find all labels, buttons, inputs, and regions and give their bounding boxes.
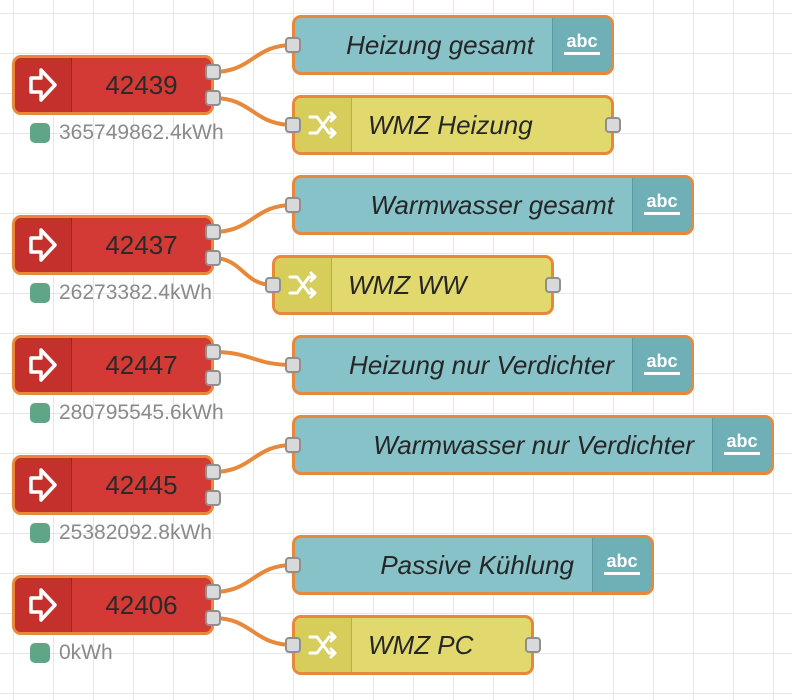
output-port[interactable] — [205, 464, 221, 480]
inject-node-2[interactable]: 42437 — [12, 215, 214, 275]
svg-text:abc: abc — [606, 552, 637, 571]
wire — [211, 43, 295, 74]
change-label: WMZ PC — [368, 629, 474, 660]
status-indicator: 365749862.4kWh — [30, 121, 224, 145]
change-label: WMZ Heizung — [368, 109, 533, 140]
debug-label: Heizung gesamt — [346, 29, 534, 60]
status-dot — [30, 523, 50, 543]
inject-label: 42437 — [105, 229, 178, 260]
status-indicator: 0kWh — [30, 641, 113, 665]
inject-label: 42447 — [105, 349, 178, 380]
output-port[interactable] — [205, 344, 221, 360]
output-port[interactable] — [545, 277, 561, 293]
status-dot — [30, 283, 50, 303]
inject-arrow-icon — [15, 338, 72, 392]
debug-label: Warmwasser gesamt — [370, 189, 614, 220]
status-text: 26273382.4kWh — [59, 281, 212, 304]
status-indicator: 280795545.6kWh — [30, 401, 224, 425]
wire — [211, 203, 295, 234]
inject-node-3[interactable]: 42447 — [12, 335, 214, 395]
wire — [211, 350, 295, 367]
debug-node-5[interactable]: Passive Kühlung abc — [292, 535, 654, 595]
wire — [211, 443, 295, 474]
debug-abc-icon: abc — [632, 178, 691, 232]
output-port[interactable] — [205, 370, 221, 386]
output-port[interactable] — [205, 490, 221, 506]
debug-abc-icon: abc — [712, 418, 771, 472]
wire — [211, 563, 295, 594]
output-port[interactable] — [205, 610, 221, 626]
input-port[interactable] — [285, 117, 301, 133]
inject-arrow-icon — [15, 218, 72, 272]
debug-node-4[interactable]: Warmwasser nur Verdichter abc — [292, 415, 774, 475]
debug-label: Passive Kühlung — [380, 549, 574, 580]
debug-label: Heizung nur Verdichter — [349, 349, 614, 380]
input-port[interactable] — [265, 277, 281, 293]
status-text: 365749862.4kWh — [59, 121, 224, 144]
input-port[interactable] — [285, 557, 301, 573]
change-shuffle-icon — [295, 618, 352, 672]
inject-arrow-icon — [15, 458, 72, 512]
svg-text:abc: abc — [726, 432, 757, 451]
inject-arrow-icon — [15, 58, 72, 112]
wire — [211, 96, 295, 127]
debug-abc-icon: abc — [632, 338, 691, 392]
output-port[interactable] — [205, 224, 221, 240]
output-port[interactable] — [205, 90, 221, 106]
status-text: 280795545.6kWh — [59, 401, 224, 424]
inject-label: 42439 — [105, 69, 178, 100]
status-text: 0kWh — [59, 641, 113, 664]
wire — [211, 616, 295, 647]
inject-node-4[interactable]: 42445 — [12, 455, 214, 515]
input-port[interactable] — [285, 357, 301, 373]
inject-node-1[interactable]: 42439 — [12, 55, 214, 115]
svg-text:abc: abc — [566, 32, 597, 51]
output-port[interactable] — [525, 637, 541, 653]
status-text: 25382092.8kWh — [59, 521, 212, 544]
debug-node-3[interactable]: Heizung nur Verdichter abc — [292, 335, 694, 395]
debug-node-2[interactable]: Warmwasser gesamt abc — [292, 175, 694, 235]
change-node-3[interactable]: WMZ PC — [292, 615, 534, 675]
output-port[interactable] — [205, 64, 221, 80]
inject-label: 42406 — [105, 589, 178, 620]
status-dot — [30, 643, 50, 663]
status-dot — [30, 403, 50, 423]
inject-node-5[interactable]: 42406 — [12, 575, 214, 635]
change-label: WMZ WW — [348, 269, 467, 300]
status-dot — [30, 123, 50, 143]
input-port[interactable] — [285, 437, 301, 453]
output-port[interactable] — [205, 250, 221, 266]
output-port[interactable] — [205, 584, 221, 600]
debug-abc-icon: abc — [592, 538, 651, 592]
change-shuffle-icon — [275, 258, 332, 312]
change-node-2[interactable]: WMZ WW — [272, 255, 554, 315]
debug-abc-icon: abc — [552, 18, 611, 72]
input-port[interactable] — [285, 197, 301, 213]
change-shuffle-icon — [295, 98, 352, 152]
status-indicator: 26273382.4kWh — [30, 281, 212, 305]
inject-label: 42445 — [105, 469, 178, 500]
svg-text:abc: abc — [646, 192, 677, 211]
inject-arrow-icon — [15, 578, 72, 632]
status-indicator: 25382092.8kWh — [30, 521, 212, 545]
change-node-1[interactable]: WMZ Heizung — [292, 95, 614, 155]
input-port[interactable] — [285, 637, 301, 653]
output-port[interactable] — [605, 117, 621, 133]
debug-label: Warmwasser nur Verdichter — [373, 429, 694, 460]
input-port[interactable] — [285, 37, 301, 53]
svg-text:abc: abc — [646, 352, 677, 371]
wire — [211, 256, 275, 287]
debug-node-1[interactable]: Heizung gesamt abc — [292, 15, 614, 75]
